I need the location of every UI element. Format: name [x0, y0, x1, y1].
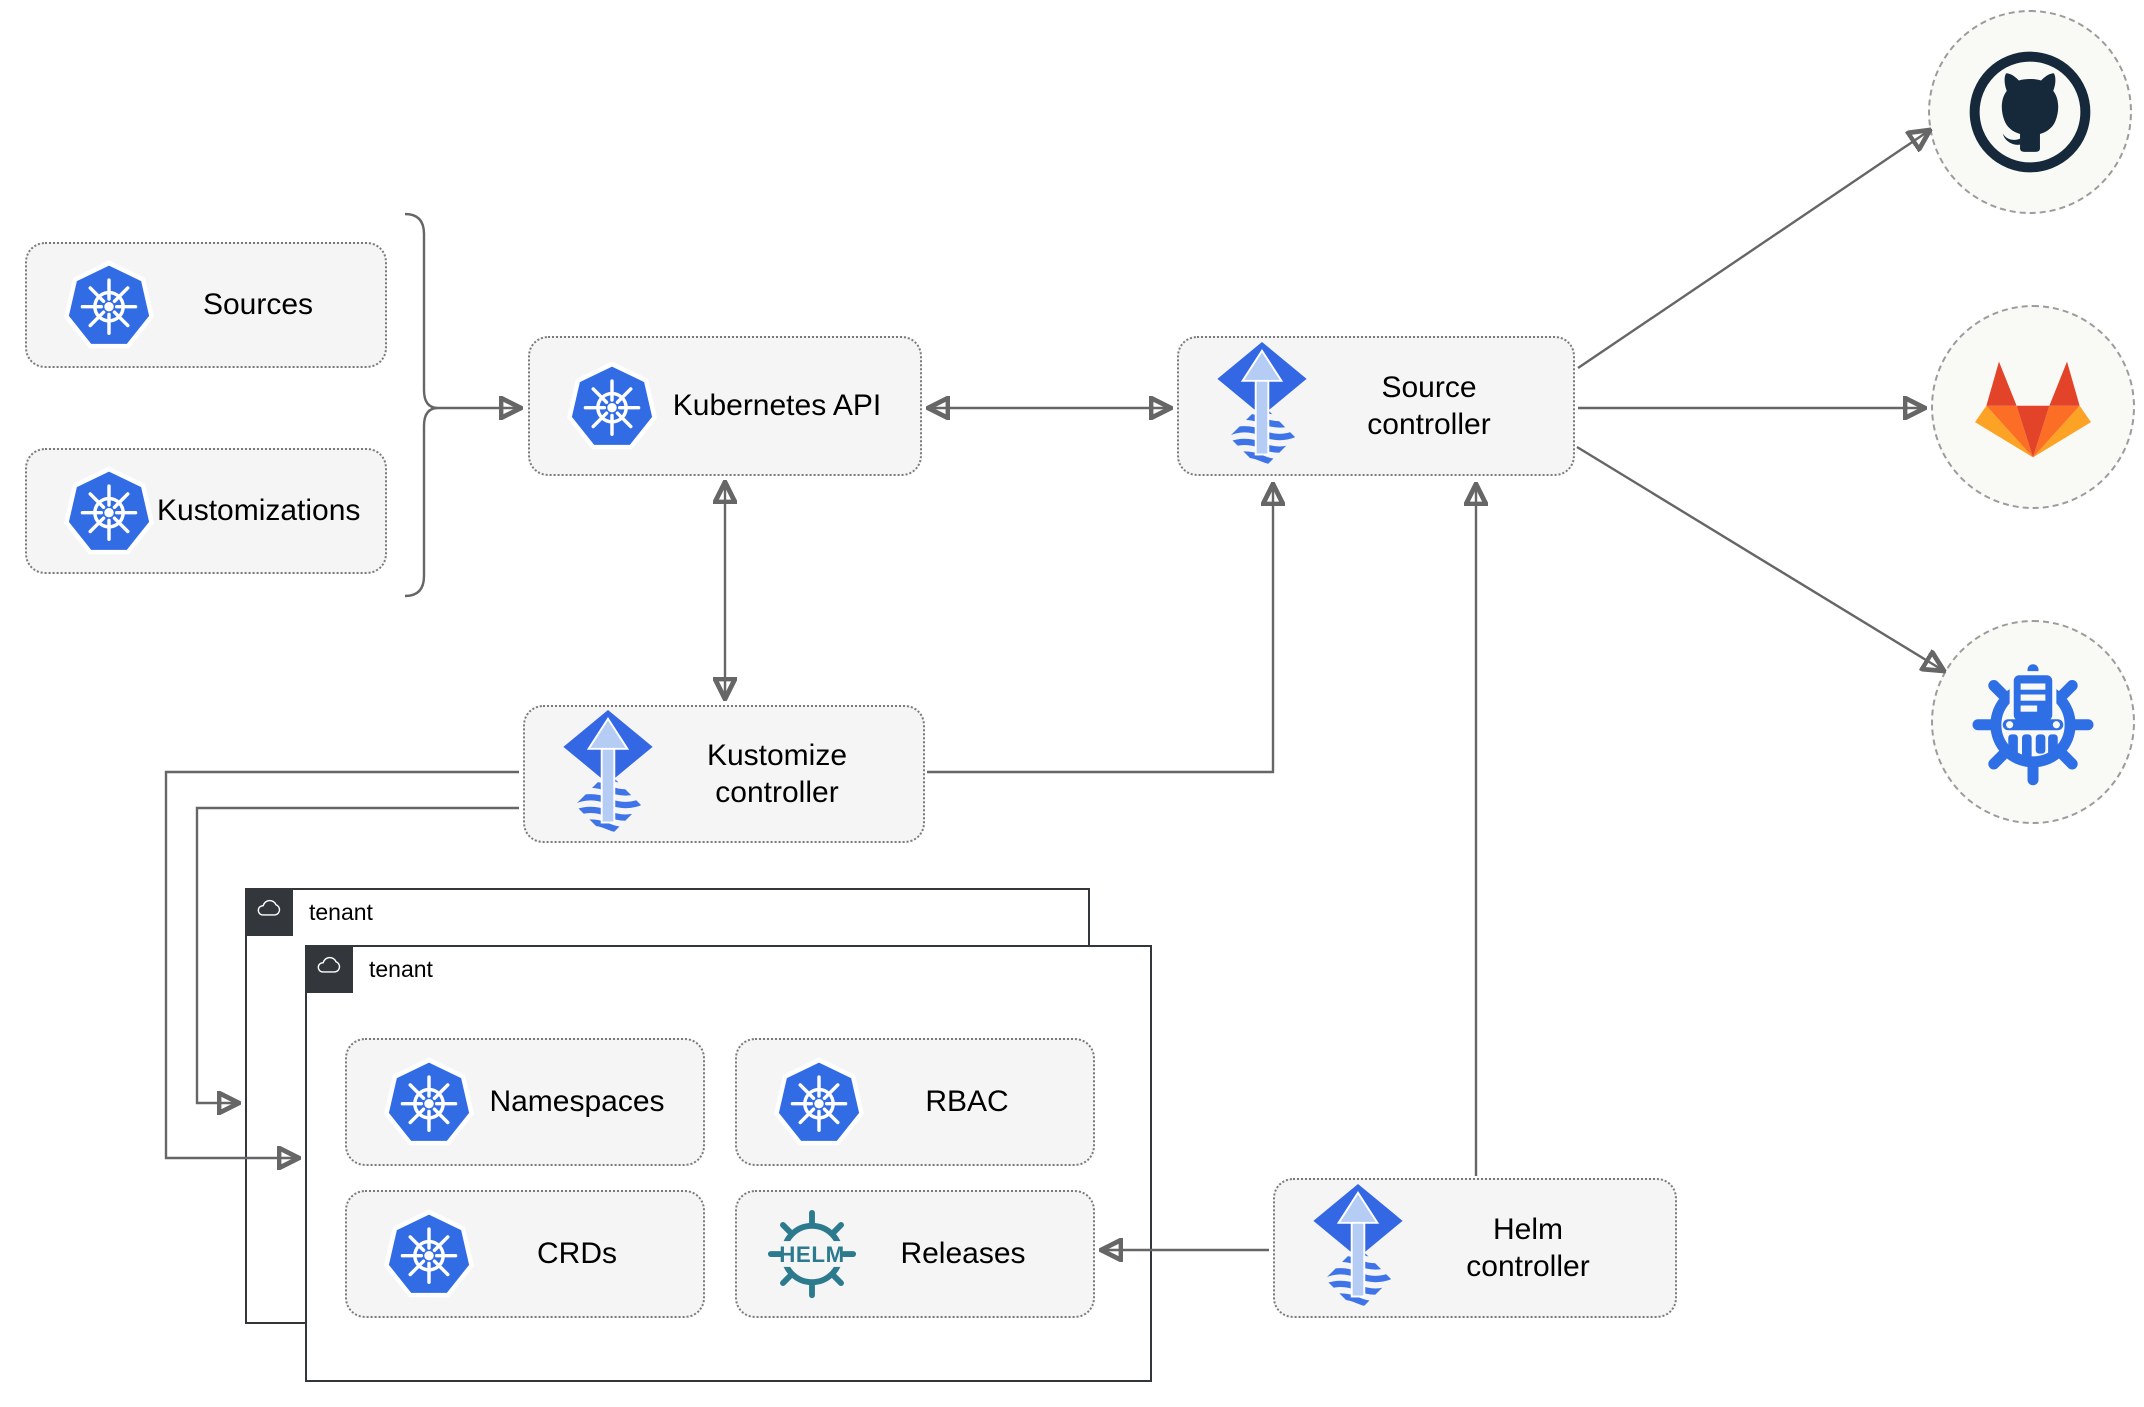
node-rbac: RBAC [735, 1038, 1095, 1166]
flux-icon [1309, 1184, 1407, 1312]
node-kustomizations: Kustomizations [25, 448, 387, 574]
kubernetes-icon [564, 358, 660, 454]
node-label: CRDs [537, 1237, 617, 1271]
node-label: Releases [900, 1237, 1026, 1271]
flux-icon [1213, 342, 1311, 470]
kubernetes-icon [381, 1054, 477, 1150]
kubernetes-icon [381, 1206, 477, 1302]
tenant-tab [245, 888, 293, 936]
kubernetes-icon [61, 463, 157, 559]
node-helm-controller: Helm controller [1273, 1178, 1677, 1318]
node-label: Source controller [1367, 370, 1491, 442]
edge-kustomize-source [927, 484, 1273, 774]
edge-source-github [1577, 130, 1930, 369]
node-label: Kustomize controller [706, 738, 848, 810]
endpoint-chart-repository [1931, 620, 2135, 824]
node-label: Sources [202, 288, 314, 322]
node-label: Kubernetes API [672, 389, 882, 423]
node-kustomize-controller: Kustomize controller [523, 705, 925, 843]
cloud-icon [312, 950, 346, 989]
helm-icon: HELM [765, 1207, 859, 1301]
kubernetes-icon [771, 1054, 867, 1150]
node-source-controller: Source controller [1177, 336, 1575, 476]
node-namespaces: Namespaces [345, 1038, 705, 1166]
endpoint-github [1928, 10, 2132, 214]
node-crds: CRDs [345, 1190, 705, 1318]
node-label: Namespaces [489, 1085, 665, 1119]
edge-source-chartrepo [1576, 445, 1944, 671]
node-label: Helm controller [1466, 1212, 1590, 1284]
tenant-tab [305, 945, 353, 993]
kubernetes-icon [61, 257, 157, 353]
node-kubernetes-api: Kubernetes API [528, 336, 922, 476]
svg-text:HELM: HELM [779, 1242, 845, 1267]
node-sources: Sources [25, 242, 387, 368]
github-icon [1969, 51, 2091, 173]
gitlab-icon [1975, 361, 2091, 458]
chartmuseum-icon [1972, 664, 2094, 786]
group-bracket [404, 212, 439, 598]
cloud-icon [252, 893, 286, 932]
tenant-label: tenant [309, 899, 373, 925]
tenant-label: tenant [369, 956, 433, 982]
node-releases: HELM Releases [735, 1190, 1095, 1318]
flux-icon [559, 710, 657, 838]
endpoint-gitlab [1931, 305, 2135, 509]
node-label: Kustomizations [157, 494, 361, 528]
node-label: RBAC [925, 1085, 1009, 1119]
